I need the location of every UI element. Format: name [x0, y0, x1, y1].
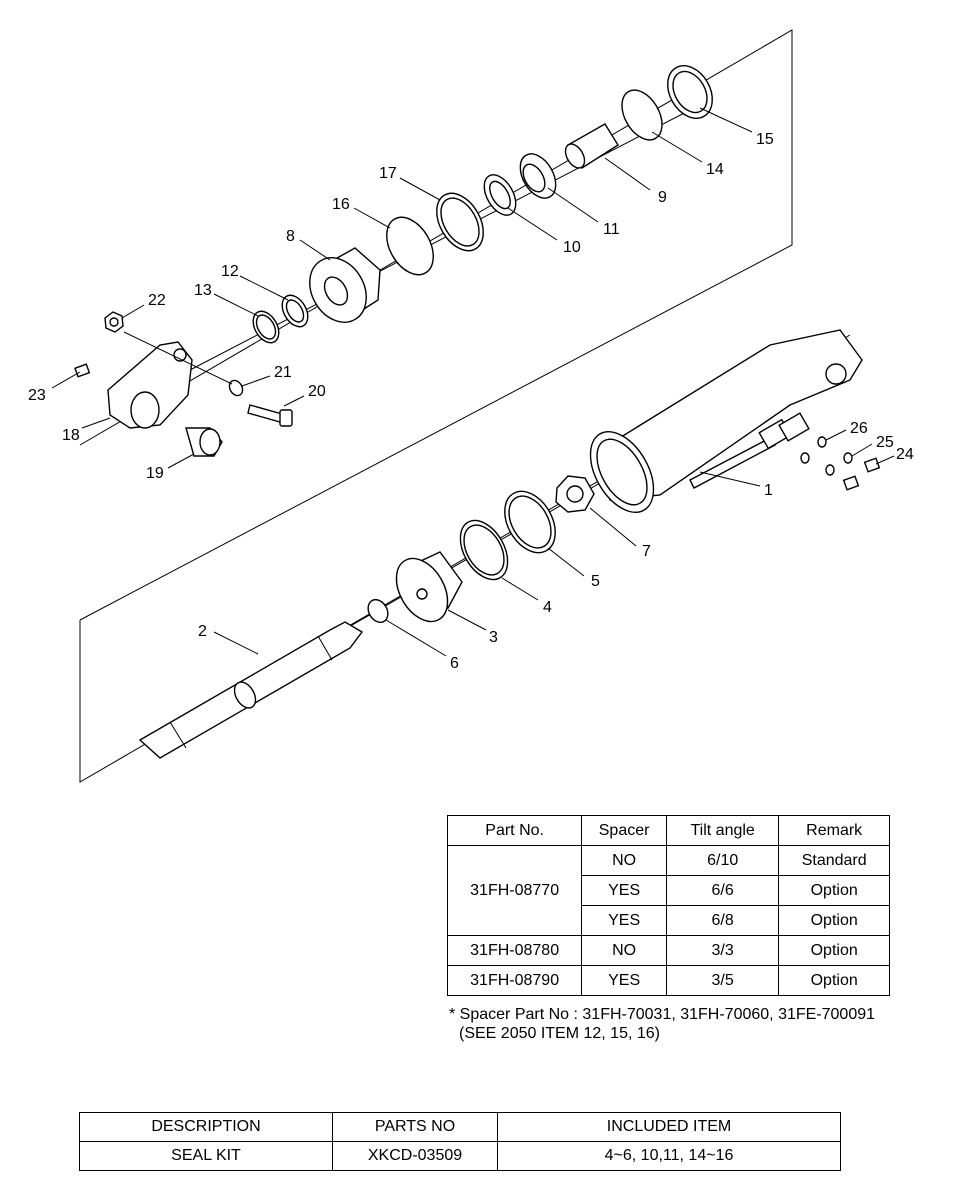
cell-part-no: 31FH-08770 [446, 845, 583, 936]
header-part-no: Part No. [446, 815, 583, 846]
table-row: YES 6/8 Option [448, 905, 890, 936]
exploded-parts-diagram: 1 2 3 4 5 6 7 8 9 10 11 12 13 14 15 16 1… [28, 29, 914, 783]
table-row: 31FH-08770 NO 6/10 Standard [446, 845, 890, 936]
tilt-spec-table: Part No. Spacer Tilt angle Remark 31FH-0… [446, 815, 890, 996]
panel-frame [79, 29, 851, 783]
table-row: 31FH-08790 YES 3/5 Option [446, 965, 890, 996]
part-22-nut [104, 311, 124, 333]
callout-17: 17 [379, 165, 397, 182]
cell-spacer: YES [581, 875, 667, 906]
leader-lines [51, 107, 895, 657]
callout-20: 20 [308, 383, 326, 400]
part-17-snap-ring [436, 192, 484, 252]
callout-26: 26 [850, 420, 868, 437]
spacer-note-line-2: (SEE 2050 ITEM 12, 15, 16) [459, 1025, 660, 1042]
cell-parts-no: XKCD-03509 [332, 1141, 498, 1171]
header-parts-no: PARTS NO [332, 1112, 498, 1142]
callout-21: 21 [274, 364, 292, 381]
cell-spacer: NO [581, 935, 667, 966]
cell-tilt: 6/8 [665, 905, 780, 936]
cell-remark: Option [778, 905, 890, 936]
cell-remark: Option [778, 875, 890, 906]
cell-spacer: YES [581, 965, 667, 996]
callout-3: 3 [489, 629, 498, 646]
part-18-yoke [107, 341, 193, 429]
header-description: DESCRIPTION [79, 1112, 333, 1142]
callout-10: 10 [563, 239, 581, 256]
part-2-piston-rod [138, 621, 364, 759]
callout-19: 19 [146, 465, 164, 482]
cell-description: SEAL KIT [79, 1141, 333, 1171]
part-10-seal [483, 174, 517, 216]
part-1-cylinder-tube [589, 329, 863, 513]
callout-12: 12 [221, 263, 239, 280]
header-remark: Remark [778, 815, 890, 846]
cell-spacer: NO [581, 845, 667, 876]
part-23-grease-nipple [74, 363, 91, 378]
table-row: 31FH-08780 NO 3/3 Option [446, 935, 890, 966]
part-3-piston [395, 551, 463, 623]
callout-25: 25 [876, 434, 894, 451]
cell-spacer: YES [581, 905, 667, 936]
callout-24: 24 [896, 446, 914, 463]
seal-header-row: DESCRIPTION PARTS NO INCLUDED ITEM [79, 1112, 841, 1142]
callout-11: 11 [603, 221, 620, 238]
seal-kit-table: DESCRIPTION PARTS NO INCLUDED ITEM SEAL … [79, 1112, 841, 1171]
header-tilt-angle: Tilt angle [665, 815, 780, 846]
part-9-bushing [564, 123, 619, 169]
part-11-dust-wiper [519, 153, 557, 199]
part-8-gland [309, 247, 381, 323]
callout-labels: 1 2 3 4 5 6 7 8 9 10 11 12 13 14 15 16 1… [28, 131, 914, 672]
parts-24-26-fittings [800, 436, 881, 491]
cell-part-no: 31FH-08790 [446, 965, 583, 996]
cell-tilt: 6/6 [665, 875, 780, 906]
table-row: SEAL KIT XKCD-03509 4~6, 10,11, 14~16 [79, 1141, 841, 1171]
part-20-bolt [247, 404, 293, 427]
callout-13: 13 [194, 282, 212, 299]
callout-4: 4 [543, 599, 552, 616]
callout-6: 6 [450, 655, 459, 672]
header-included-item: INCLUDED ITEM [497, 1112, 841, 1142]
part-16-o-ring [386, 216, 434, 276]
cell-remark: Option [778, 935, 890, 966]
callout-15: 15 [756, 131, 774, 148]
cell-included-item: 4~6, 10,11, 14~16 [497, 1141, 841, 1171]
spacer-note: * Spacer Part No : 31FH-70031, 31FH-7006… [449, 1005, 875, 1043]
part-6-o-ring [367, 598, 389, 624]
callout-9: 9 [658, 189, 667, 206]
table-row: YES 6/6 Option [448, 875, 890, 906]
callout-22: 22 [148, 292, 166, 309]
cell-tilt: 6/10 [665, 845, 780, 876]
cell-tilt: 3/3 [665, 935, 780, 966]
cell-remark: Option [778, 965, 890, 996]
cell-part-no: 31FH-08780 [446, 935, 583, 966]
header-spacer: Spacer [581, 815, 667, 846]
part-13-ring [252, 310, 280, 344]
spec-header-row: Part No. Spacer Tilt angle Remark [446, 815, 890, 846]
callout-7: 7 [642, 543, 651, 560]
callout-5: 5 [591, 573, 600, 590]
callout-14: 14 [706, 161, 724, 178]
callout-2: 2 [198, 623, 207, 640]
part-7-nut [555, 475, 595, 513]
part-21-washer [228, 379, 244, 397]
callout-16: 16 [332, 196, 350, 213]
cell-remark: Standard [778, 845, 890, 876]
part-15-snap-ring [667, 65, 713, 119]
part-12-ring [281, 294, 309, 328]
part-5-wear-ring [504, 490, 556, 554]
cell-tilt: 3/5 [665, 965, 780, 996]
callout-1: 1 [764, 482, 773, 499]
spacer-note-line-1: * Spacer Part No : 31FH-70031, 31FH-7006… [449, 1006, 876, 1023]
part-4-piston-seal [459, 519, 509, 581]
part-14-o-ring [621, 89, 663, 141]
callout-18: 18 [62, 427, 80, 444]
callout-23: 23 [28, 387, 46, 404]
part-19-bushing [185, 427, 223, 457]
callout-8: 8 [286, 228, 295, 245]
